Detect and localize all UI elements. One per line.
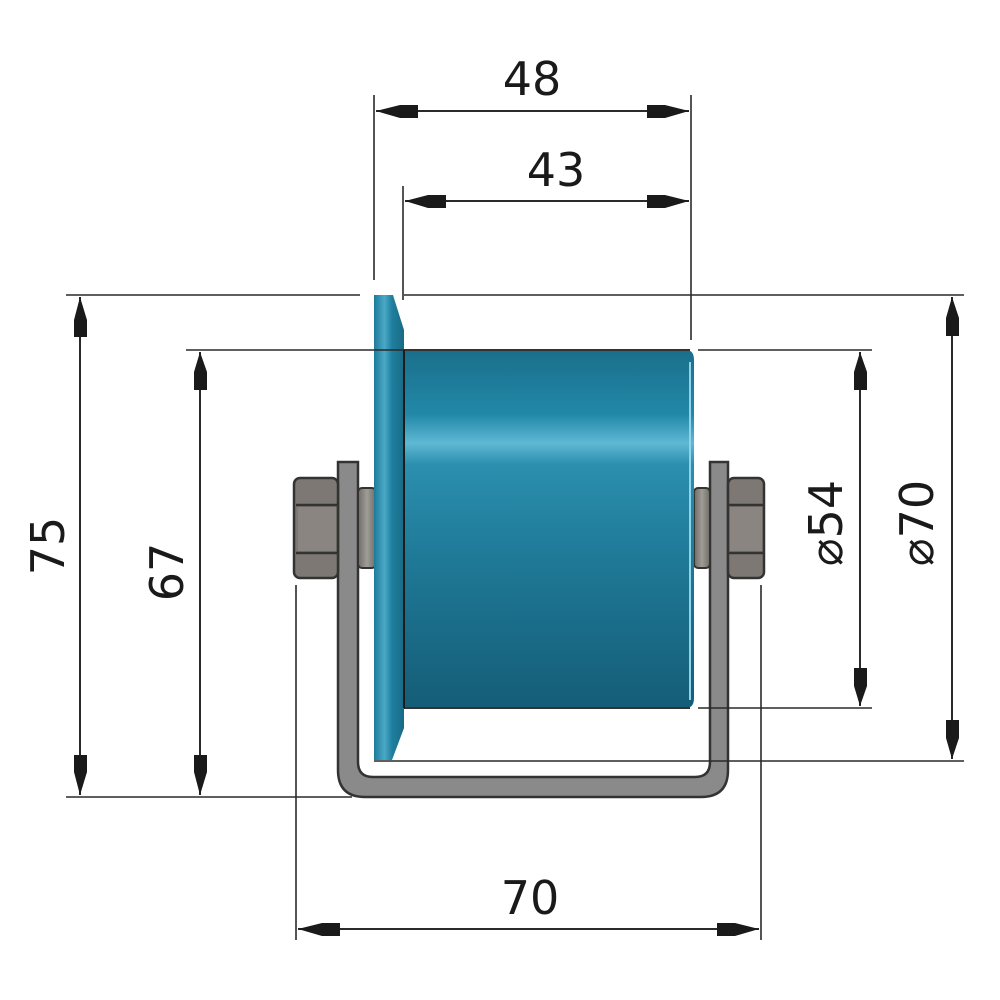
- dimension-75: 75: [21, 297, 87, 795]
- dim-43-label: 43: [527, 143, 586, 197]
- dimension-67: 67: [140, 352, 207, 795]
- right-washer: [693, 487, 711, 569]
- right-nut: [726, 476, 766, 580]
- dimension-70-bottom: 70: [295, 585, 762, 940]
- dimension-diameter-54: ⌀54: [799, 352, 867, 706]
- dim-54-label: ⌀54: [799, 480, 853, 566]
- roller-tube: [404, 349, 694, 709]
- roller-flange: [374, 295, 405, 760]
- dim-67-label: 67: [140, 543, 194, 602]
- dim-70-diameter-label: ⌀70: [890, 480, 944, 566]
- dim-70-bottom-label: 70: [501, 871, 560, 925]
- dim-75-label: 75: [21, 517, 75, 576]
- dimension-43: 43: [402, 143, 689, 300]
- left-nut: [292, 476, 340, 580]
- left-washer: [357, 487, 377, 569]
- dim-48-label: 48: [503, 52, 562, 106]
- dimension-diameter-70: ⌀70: [890, 297, 959, 759]
- dimension-48: 48: [373, 52, 692, 340]
- u-bracket: [336, 460, 730, 799]
